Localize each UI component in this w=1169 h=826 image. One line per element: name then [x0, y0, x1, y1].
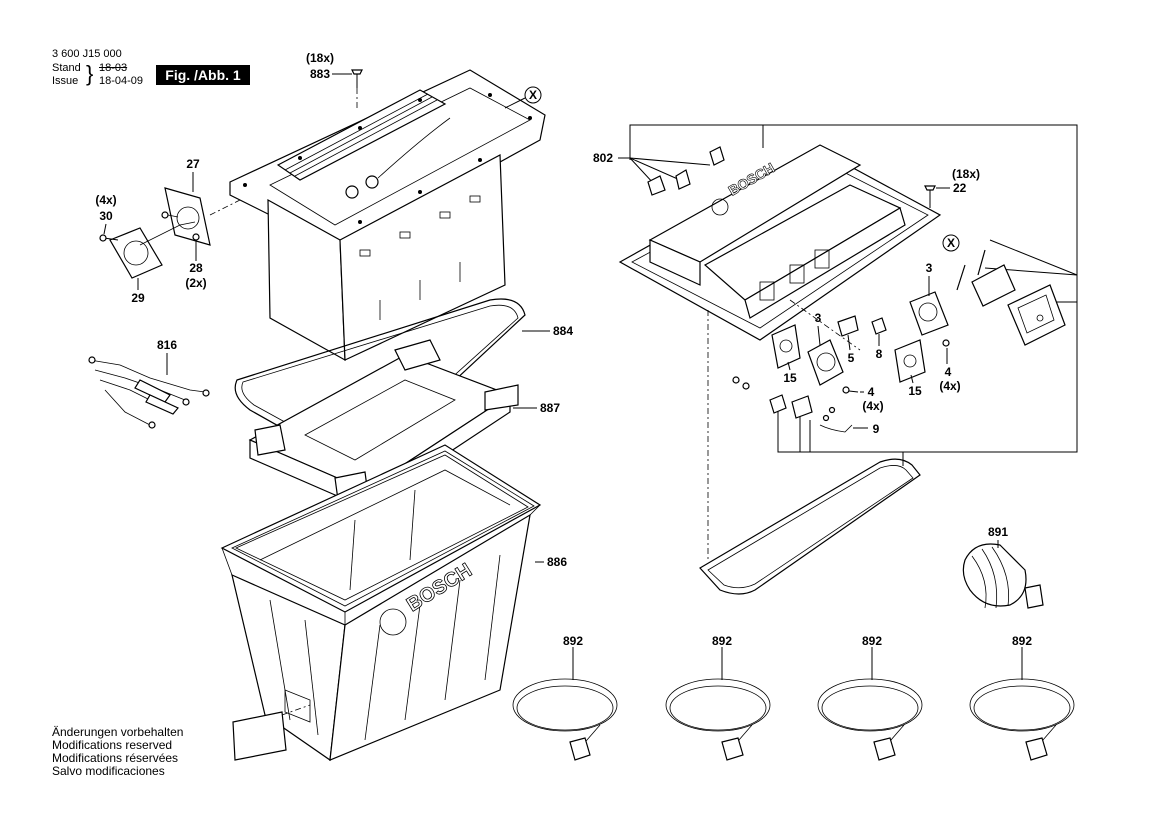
part-891	[962, 540, 1044, 609]
note-es: Salvo modificaciones	[52, 764, 165, 778]
bezel-panel	[1007, 284, 1066, 346]
callout-3-right: 3	[926, 261, 933, 275]
screws-28	[161, 211, 200, 241]
callout-883: 883	[310, 67, 330, 81]
power-cord-892-d	[969, 647, 1075, 761]
screw-22	[924, 185, 936, 208]
screws-small-left	[732, 376, 750, 390]
callout-4-mid: 4	[868, 385, 875, 399]
screw-4-right	[942, 339, 950, 347]
power-cord-892-a	[512, 647, 618, 761]
seal-lid	[699, 452, 921, 595]
x-marker-right: X	[942, 234, 960, 252]
callout-15-right: 15	[908, 384, 922, 398]
electronics-module	[229, 69, 546, 362]
callout-892-c: 892	[862, 634, 882, 648]
x-marker-right-label: X	[947, 236, 955, 250]
cap-8	[871, 317, 887, 335]
callout-22: 22	[953, 181, 967, 195]
qty-22: (18x)	[952, 167, 980, 181]
callout-802: 802	[593, 151, 613, 165]
box-886: BOSCH	[220, 444, 542, 762]
display-panel	[956, 249, 1016, 307]
brace-glyph: }	[86, 61, 94, 86]
qty-883: (18x)	[306, 51, 334, 65]
stand-date: 18-03	[99, 62, 128, 74]
callout-816: 816	[157, 338, 177, 352]
fan-bracket-27	[164, 187, 241, 246]
callout-892-d: 892	[1012, 634, 1032, 648]
qty-4-right: (4x)	[939, 379, 960, 393]
x-marker-left: X	[504, 86, 542, 109]
qty-28: (2x)	[185, 276, 206, 290]
x-marker-left-label: X	[529, 88, 537, 102]
callout-29: 29	[131, 291, 145, 305]
switch-5	[837, 315, 859, 337]
figure-label: Fig. /Abb. 1	[156, 65, 250, 85]
note-en: Modifications reserved	[52, 738, 173, 752]
stand-label: Stand	[52, 62, 81, 74]
screw-30	[99, 234, 119, 242]
callout-4-right: 4	[945, 365, 952, 379]
screw-4-mid	[842, 386, 859, 394]
qty-4-mid: (4x)	[862, 399, 883, 413]
fuse-assembly-9	[769, 394, 853, 433]
document-number: 3 600 J15 000	[52, 48, 122, 60]
callout-884: 884	[553, 324, 573, 338]
note-fr: Modifications réservées	[52, 751, 179, 765]
callout-891: 891	[988, 525, 1008, 539]
socket-3-mid	[807, 339, 844, 386]
callout-5: 5	[848, 351, 855, 365]
lid-802: BOSCH	[618, 144, 942, 341]
note-de: Änderungen vorbehalten	[52, 725, 184, 739]
callout-886: 886	[547, 555, 567, 569]
callout-15-left: 15	[783, 371, 797, 385]
callout-9: 9	[873, 422, 880, 436]
screw-883	[351, 69, 363, 110]
label-sticker	[232, 704, 311, 761]
socket-3-right	[909, 291, 949, 336]
callout-892-a: 892	[563, 634, 583, 648]
power-cord-892-b	[665, 647, 771, 761]
callout-27: 27	[186, 157, 200, 171]
qty-30: (4x)	[95, 193, 116, 207]
callout-30: 30	[99, 209, 113, 223]
fan-29	[109, 221, 196, 279]
callout-28: 28	[189, 261, 203, 275]
callout-3-mid: 3	[815, 311, 822, 325]
issue-label: Issue	[52, 75, 79, 87]
frame-15-right	[894, 339, 926, 383]
callout-8: 8	[876, 347, 883, 361]
callout-892-b: 892	[712, 634, 732, 648]
issue-date: 18-04-09	[99, 75, 144, 87]
modification-notes: Änderungen vorbehalten Modifications res…	[52, 726, 183, 778]
power-cord-892-c	[817, 647, 923, 761]
frame-15-left	[771, 324, 801, 369]
callout-887: 887	[540, 401, 560, 415]
wiring-harness-816	[88, 356, 210, 429]
